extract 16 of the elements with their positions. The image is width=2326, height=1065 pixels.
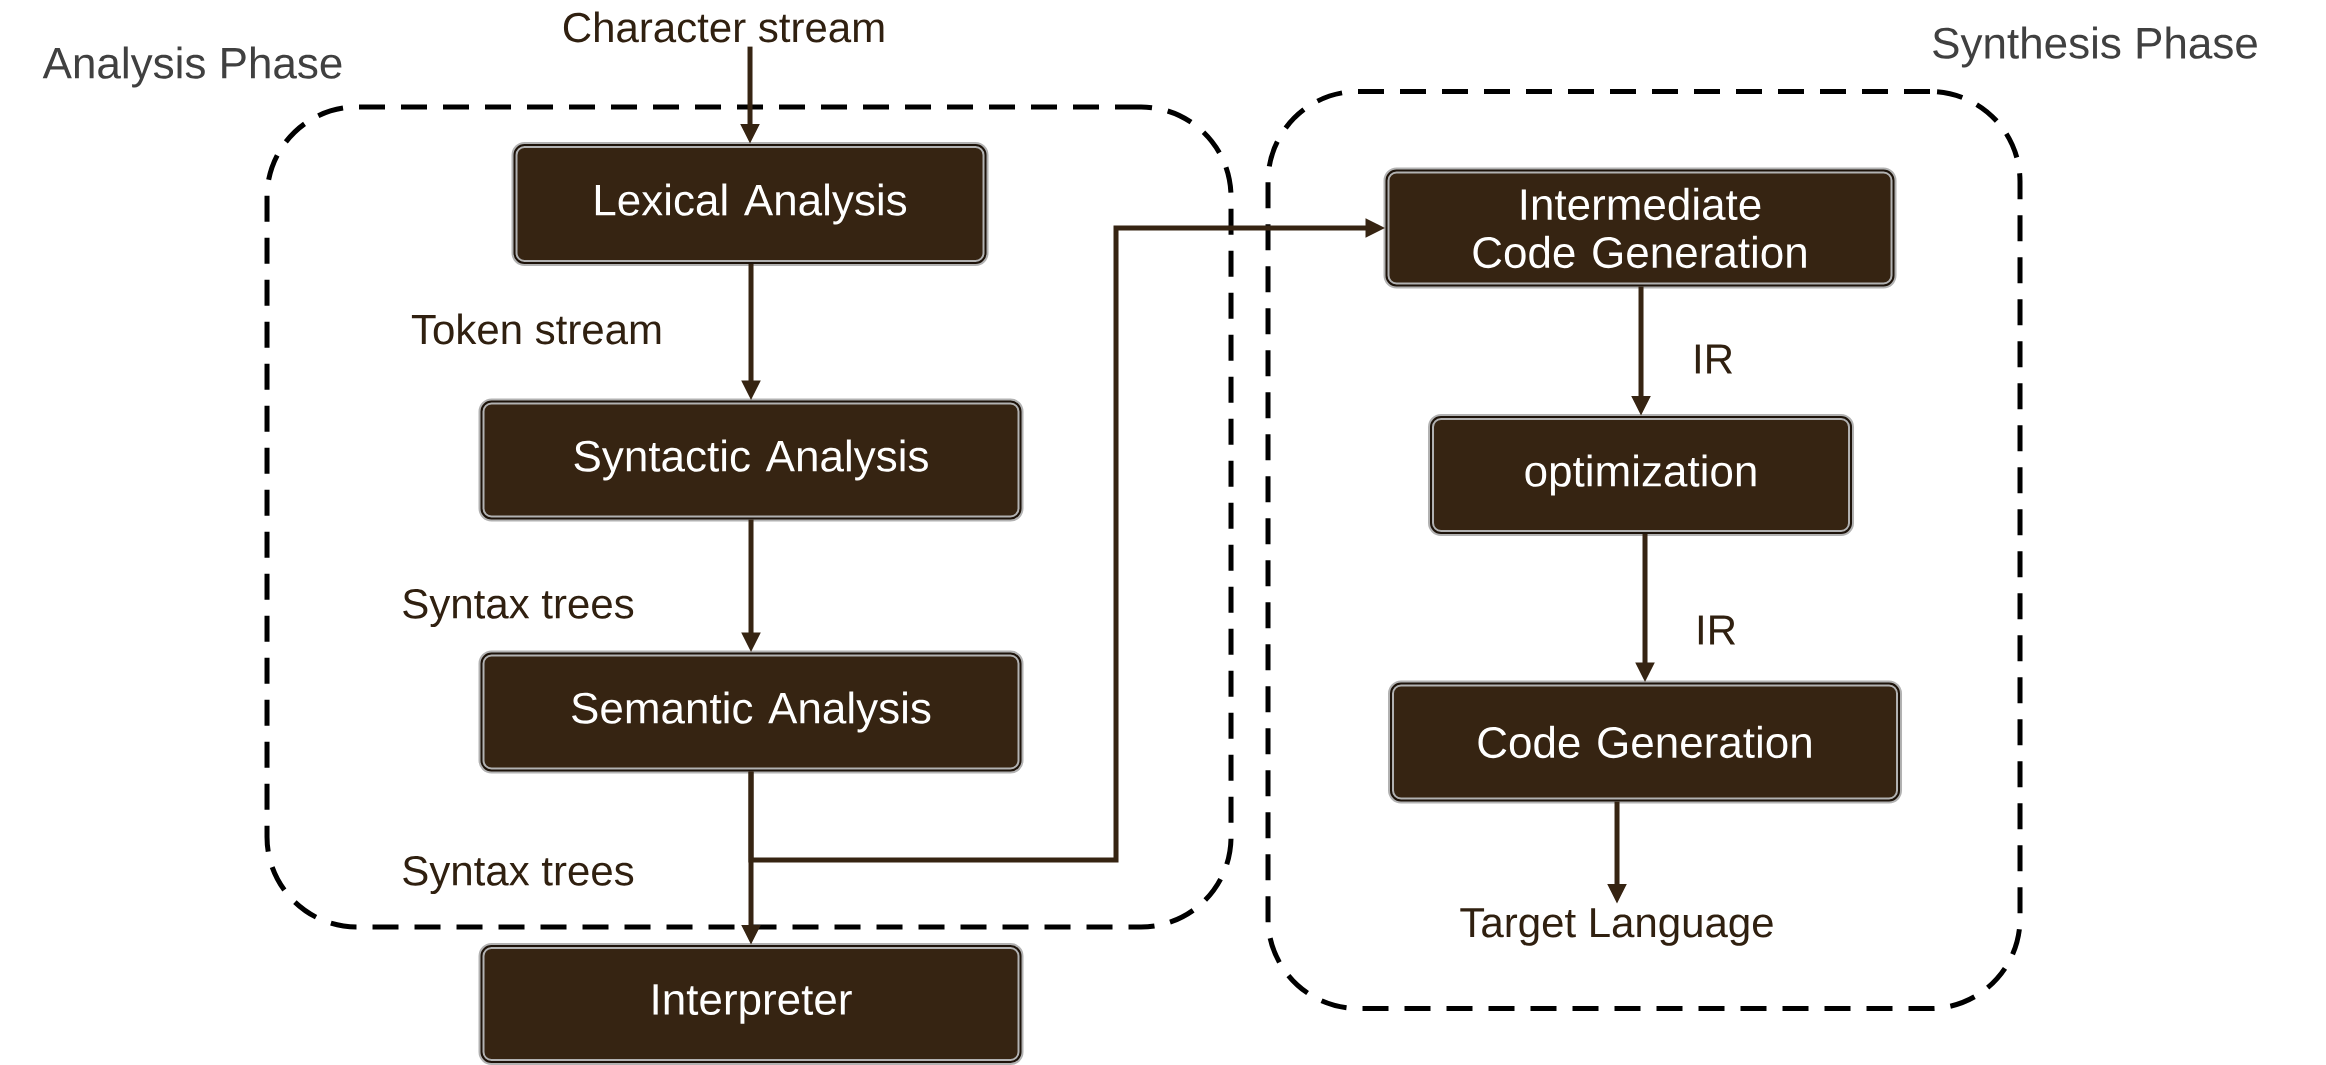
process-box: Semantic Analysis [478,650,1024,774]
edge-label: Syntax trees [403,589,634,627]
edge-label: IR [1695,344,1733,374]
node-label: Synthesis Phase [1933,26,2257,68]
process-box: Syntactic Analysis [478,398,1024,522]
node-label: Analysis Phase [42,46,342,88]
flow-text: Target Language [1460,908,1773,946]
edge-label: Token stream [411,313,661,345]
process-box: Intermediate Code Generation [1383,167,1897,289]
process-box: optimization [1428,414,1854,536]
flow-text: Character stream [563,11,884,43]
edge-label: IR [1698,615,1736,645]
process-box: Lexical Analysis [511,142,989,266]
process-box: Code Generation [1388,680,1902,804]
process-box: Interpreter [478,943,1024,1065]
edge-label: Syntax trees [403,856,634,894]
